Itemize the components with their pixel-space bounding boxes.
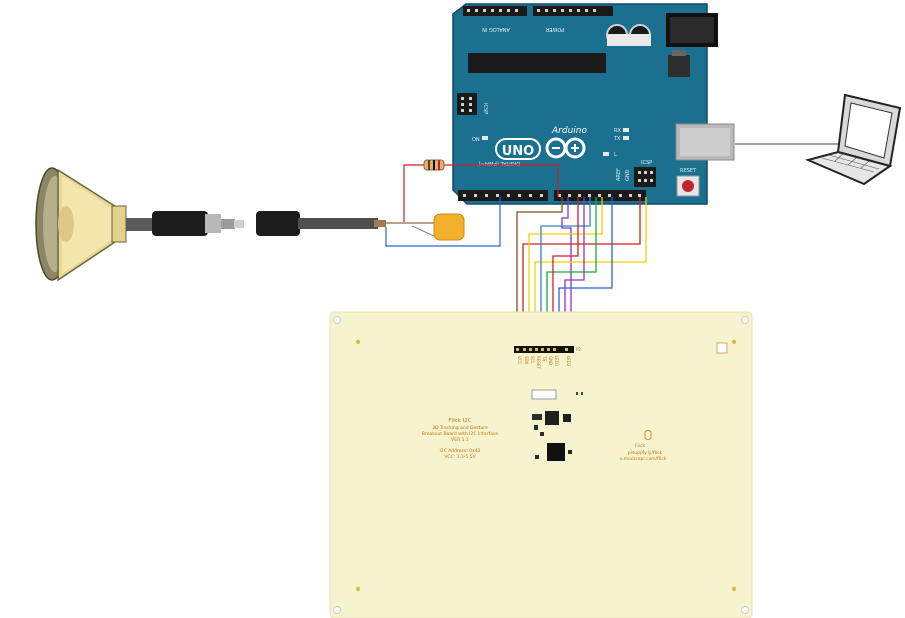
label-brand: Arduino xyxy=(551,126,587,136)
label-reset: RESET xyxy=(680,168,697,174)
label-on: ON xyxy=(472,137,480,143)
icsp-header-right xyxy=(634,167,656,187)
atmega-chip xyxy=(468,53,606,73)
label-l: L xyxy=(614,152,617,158)
audio-filter-circuit xyxy=(385,159,559,247)
speaker-icon xyxy=(35,167,160,282)
pin-label: TS xyxy=(542,355,547,361)
flick-board: P2 VCC SDA SCL RESET TS GND LED1 LED2 Fl… xyxy=(329,311,753,618)
arduino-uno-board: ANALOG IN POWER ICSP ON UNO Arduino xyxy=(452,3,735,205)
mount-hole xyxy=(741,316,749,324)
capacitor-yellow xyxy=(433,213,465,241)
gesture-ic-chip xyxy=(547,443,565,461)
wire-bundle xyxy=(516,197,647,326)
flick-subtitle-1: 3D Tracking and Gesture xyxy=(432,425,488,431)
pin-label: GND xyxy=(548,356,553,365)
uno-logo xyxy=(495,138,541,160)
label-digital: DIGITAL (PWM~) xyxy=(478,160,520,166)
header-digital-low xyxy=(458,190,548,201)
pin-label: VCC xyxy=(517,356,522,365)
flick-logo-text: Flick xyxy=(635,443,646,449)
pin-label: LED1 xyxy=(554,356,559,367)
label-icsp-right: ICSP xyxy=(641,160,652,166)
pin-label: LED2 xyxy=(566,356,571,367)
hand-gesture-icon xyxy=(644,430,652,440)
laptop-icon xyxy=(804,93,902,186)
mount-hole xyxy=(741,606,749,614)
label-power: POWER xyxy=(545,26,564,32)
label-gnd: GND xyxy=(625,169,631,181)
flick-subtitle-2: Breakout Board with I2C Interface xyxy=(422,431,498,437)
component-connector xyxy=(531,389,557,400)
mount-hole xyxy=(333,316,341,324)
ic-chip-small xyxy=(545,411,559,425)
led-component xyxy=(716,342,728,354)
icsp-header-left xyxy=(457,93,477,115)
flick-i2c-address: I2C Address: 0x42 xyxy=(440,448,481,454)
flick-url-1: pisupply.ly/flick xyxy=(628,450,663,456)
label-analog-in: ANALOG IN xyxy=(482,26,510,32)
label-icsp-left: ICSP xyxy=(482,103,488,114)
label-rx: RX xyxy=(614,128,621,134)
flick-version: VER 1.1 xyxy=(451,437,469,443)
flick-vcc: VCC: 3.3-5.5V xyxy=(444,454,476,460)
voltage-regulator xyxy=(668,55,690,77)
pin-label: SDA xyxy=(524,356,529,365)
pin-label: RESET xyxy=(536,356,541,369)
header-power-top xyxy=(533,6,613,16)
label-header-ref: P2 xyxy=(576,347,581,352)
pin-label: SCL xyxy=(530,356,535,364)
mount-hole xyxy=(333,606,341,614)
flick-url-2: x.mockrepl.com/flick xyxy=(620,456,667,462)
infinity-logo-icon xyxy=(545,137,586,159)
header-analog-top xyxy=(463,6,527,16)
label-tx: TX xyxy=(613,136,621,142)
audio-jack-icon xyxy=(152,211,386,236)
label-uno: UNO xyxy=(502,144,535,159)
flick-title: Flick I2C xyxy=(448,418,471,424)
label-aref: AREF xyxy=(616,168,622,181)
